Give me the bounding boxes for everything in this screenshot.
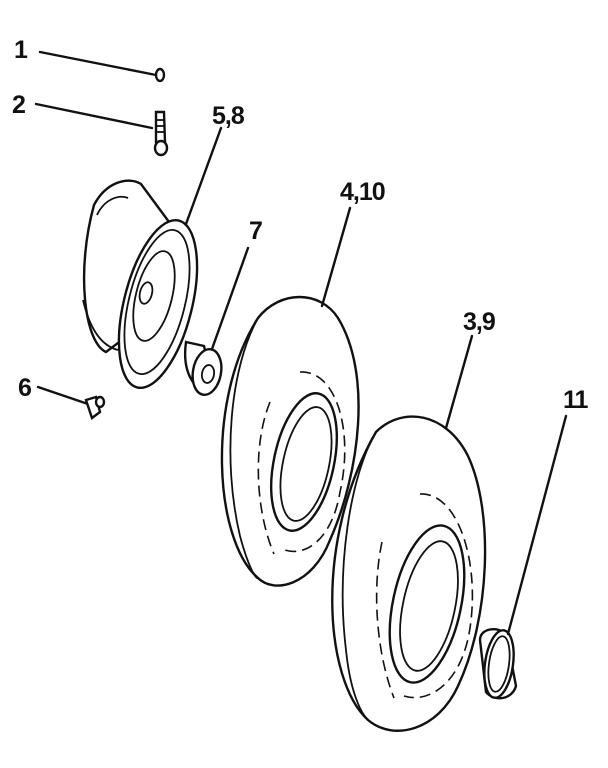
callout-7: 7 [249,217,262,245]
part-6-valve-stem [36,385,106,420]
part-1-fitting [38,50,166,83]
part-7-bushing [183,246,250,396]
part-5-8-hub [82,126,223,390]
callout-4-10: 4,10 [340,178,385,206]
part-4-10-tire [220,206,360,587]
callout-3-9: 3,9 [463,308,495,336]
callout-1: 1 [14,36,28,64]
part-11-cap [478,414,568,700]
part-2-screw [34,102,169,157]
part-3-9-tire [331,334,487,732]
callout-11: 11 [563,386,589,414]
callout-5-8: 5,8 [212,102,245,130]
callout-2: 2 [12,91,25,119]
callout-6: 6 [18,374,31,402]
